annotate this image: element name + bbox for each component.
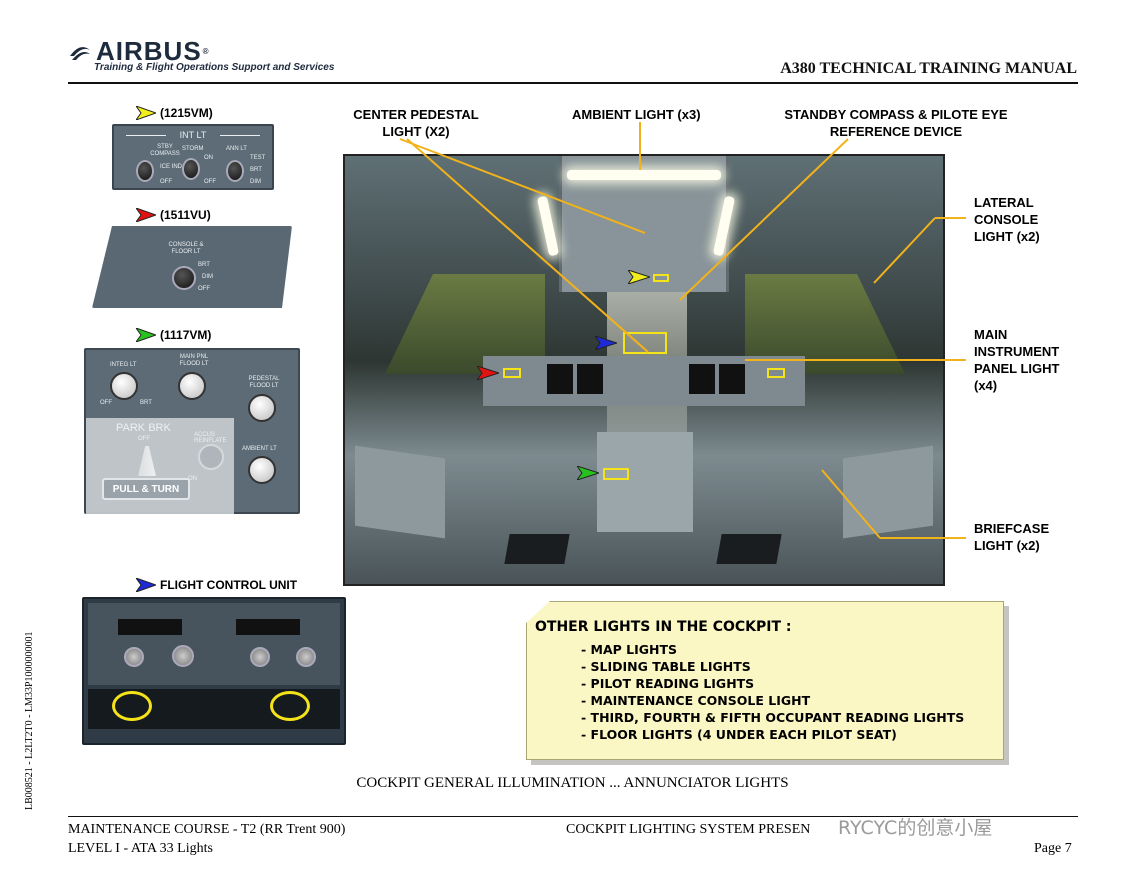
center-pedestal bbox=[597, 432, 693, 532]
fcu-vs-knob[interactable] bbox=[296, 647, 316, 667]
panel-label-1511vu: (1511VU) bbox=[136, 208, 211, 222]
panel-title: INT LT bbox=[114, 130, 272, 140]
footer-level: LEVEL I - ATA 33 Lights bbox=[68, 841, 213, 856]
pull-turn-button[interactable]: PULL & TURN bbox=[102, 478, 190, 500]
watermark: RYCYC的创意小屋 bbox=[838, 817, 993, 839]
highlight-ring-right bbox=[270, 691, 310, 721]
ambient-light-left bbox=[536, 195, 560, 257]
callout-center-pedestal: CENTER PEDESTAL LIGHT (X2) bbox=[353, 107, 479, 139]
int-lt-panel: INT LT STBY COMPASS ICE IND OFF STORM ON… bbox=[112, 124, 274, 190]
console-floor-knob[interactable] bbox=[172, 266, 196, 290]
callout-lateral-console: LATERAL CONSOLE LIGHT (x2) bbox=[974, 195, 1040, 244]
note-list: - MAP LIGHTS - SLIDING TABLE LIGHTS - PI… bbox=[581, 641, 964, 743]
cockpit-illustration bbox=[343, 154, 945, 586]
list-item: - FLOOR LIGHTS (4 UNDER EACH PILOT SEAT) bbox=[581, 727, 897, 742]
footer-page: Page 7 bbox=[1034, 841, 1072, 856]
header-divider bbox=[68, 82, 1078, 84]
callout-standby-compass: STANDBY COMPASS & PILOTE EYE REFERENCE D… bbox=[784, 107, 1008, 139]
stby-compass-switch[interactable] bbox=[136, 160, 154, 182]
brand-name: AIRBUS bbox=[96, 36, 202, 66]
manual-title: A380 TECHNICAL TRAINING MANUAL bbox=[780, 60, 1077, 77]
callout-main-instrument-panel: MAIN INSTRUMENT PANEL LIGHT (x4) bbox=[974, 327, 1060, 393]
list-item: - SLIDING TABLE LIGHTS bbox=[581, 659, 751, 674]
park-brk-area: PARK BRK ACCUS REINFLATE OFF ON bbox=[86, 418, 234, 514]
red-arrow-icon bbox=[136, 208, 156, 222]
flight-control-unit-panel bbox=[82, 597, 346, 745]
yellow-arrow-icon bbox=[136, 106, 156, 120]
fcu-speed-knob[interactable] bbox=[124, 647, 144, 667]
airbus-swirl-icon bbox=[70, 46, 90, 60]
other-lights-note: OTHER LIGHTS IN THE COCKPIT : - MAP LIGH… bbox=[526, 601, 1004, 760]
callout-ambient-light: AMBIENT LIGHT (x3) bbox=[572, 107, 701, 122]
callout-briefcase: BRIEFCASE LIGHT (x2) bbox=[974, 521, 1050, 553]
pedestal-flood-dial[interactable] bbox=[248, 394, 276, 422]
storm-switch[interactable] bbox=[182, 158, 200, 180]
airbus-logo: AIRBUS® Training & Flight Operations Sup… bbox=[68, 36, 334, 73]
flood-lt-panel: INTEG LT MAIN PNL FLOOD LT PEDESTAL FLOO… bbox=[84, 348, 300, 514]
side-document-code: LB008521 - L2LT2T0 - LM33P1000000001 bbox=[24, 631, 35, 810]
ann-lt-switch[interactable] bbox=[226, 160, 244, 182]
yellow-marker-icon bbox=[628, 270, 650, 284]
green-arrow-icon bbox=[136, 328, 156, 342]
ambient-lt-dial[interactable] bbox=[248, 456, 276, 484]
ambient-light-top bbox=[567, 170, 721, 180]
list-item: - THIRD, FOURTH & FIFTH OCCUPANT READING… bbox=[581, 710, 965, 725]
green-marker-icon bbox=[577, 466, 599, 480]
park-brk-handle[interactable] bbox=[138, 446, 156, 476]
highlight-ring-left bbox=[112, 691, 152, 721]
main-pnl-flood-dial[interactable] bbox=[178, 372, 206, 400]
panel-label-fcu: FLIGHT CONTROL UNIT bbox=[136, 578, 297, 592]
figure-caption: COCKPIT GENERAL ILLUMINATION ... ANNUNCI… bbox=[356, 775, 789, 791]
panel-label-1117vm: (1117VM) bbox=[136, 328, 211, 342]
main-instrument-panel bbox=[483, 356, 805, 406]
panel-label-1215vm: (1215VM) bbox=[136, 106, 213, 120]
footer-divider bbox=[68, 816, 1078, 817]
blue-marker-icon bbox=[595, 336, 617, 350]
fcu-heading-knob[interactable] bbox=[172, 645, 194, 667]
note-title: OTHER LIGHTS IN THE COCKPIT : bbox=[535, 619, 792, 635]
list-item: - MAINTENANCE CONSOLE LIGHT bbox=[581, 693, 811, 708]
brand-subtitle: Training & Flight Operations Support and… bbox=[94, 62, 335, 73]
integ-lt-dial[interactable] bbox=[110, 372, 138, 400]
accus-reinflate-button[interactable] bbox=[198, 444, 224, 470]
footer-section: COCKPIT LIGHTING SYSTEM PRESEN bbox=[566, 822, 811, 837]
footer-course: MAINTENANCE COURSE - T2 (RR Trent 900) bbox=[68, 822, 346, 837]
console-floor-lt-panel: CONSOLE & FLOOR LT BRT DIM OFF bbox=[92, 226, 292, 308]
list-item: - MAP LIGHTS bbox=[581, 642, 678, 657]
blue-arrow-icon bbox=[136, 578, 156, 592]
list-item: - PILOT READING LIGHTS bbox=[581, 676, 755, 691]
fcu-altitude-knob[interactable] bbox=[250, 647, 270, 667]
red-marker-icon bbox=[477, 366, 499, 380]
